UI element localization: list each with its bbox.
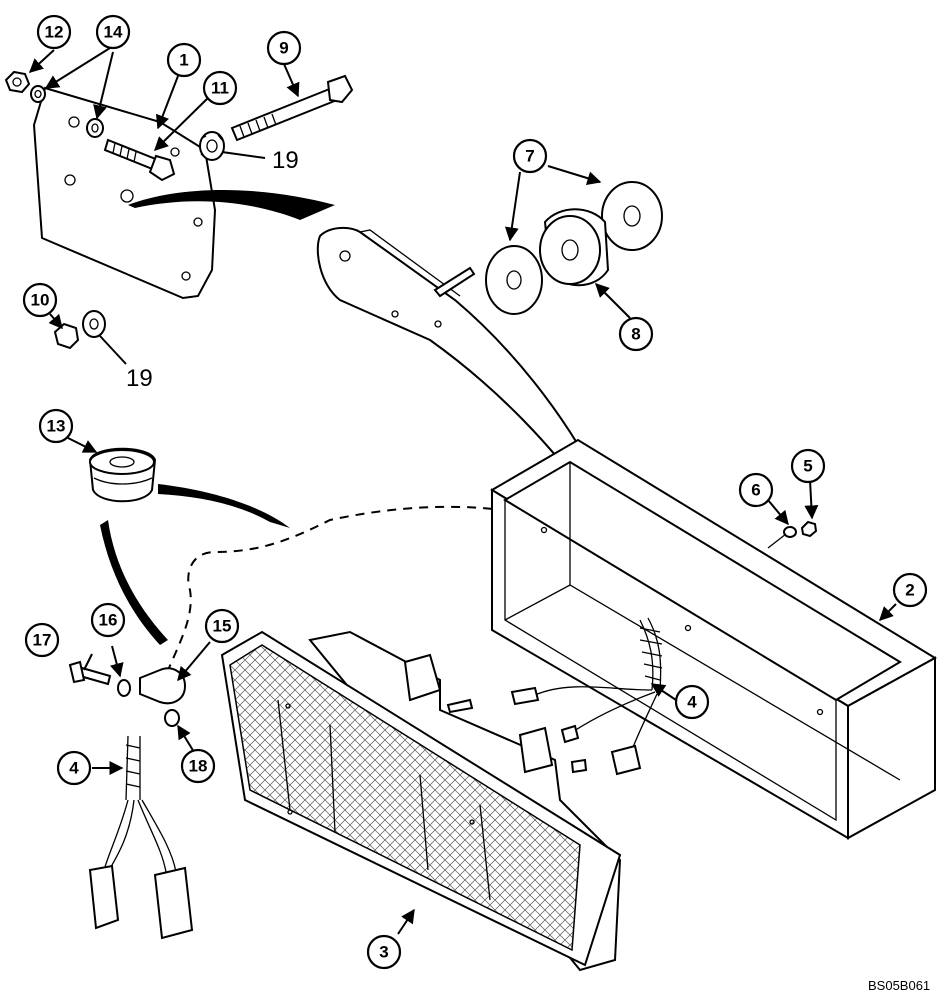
callout-label: 3 [379,943,388,962]
callout-label: 5 [803,457,812,476]
callout-label: 13 [47,417,66,436]
lamp-housing [490,438,937,840]
callout-3: 3 [366,934,402,970]
callout-16: 16 [90,602,126,638]
wire-harness-left [88,735,194,940]
callout-label: 1 [179,51,188,70]
assembly-arrow-clamp [100,520,168,645]
lock-washer-top [199,131,225,161]
callout-label: 12 [45,23,64,42]
nut-and-washer-top [4,70,46,103]
washer-on-plate [86,118,104,138]
washer-and-nut-small [767,520,818,549]
grommet [88,447,157,503]
isolator-set [485,181,663,315]
callout-label: 8 [631,325,640,344]
leader-lines [28,47,897,935]
figure-code: BS05B061 [868,978,930,993]
callout-14: 14 [95,14,131,50]
callout-10: 10 [22,282,58,318]
callout-label: 14 [104,23,123,42]
callout-label: 18 [189,757,208,776]
callout-11: 11 [202,70,238,106]
callout-6: 6 [738,472,774,508]
callout-label: 10 [31,291,50,310]
callout-7: 7 [512,138,548,174]
mounting-plate [32,86,217,300]
callout-label: 4 [687,693,697,712]
callout-8: 8 [618,316,654,352]
wire-harness-right [510,617,663,776]
callout-15: 15 [204,608,240,644]
callout-label: 7 [525,147,534,166]
label-19-left: 19 [126,365,153,392]
callout-17: 17 [24,622,60,658]
callout-5: 5 [790,448,826,484]
callout-label: 4 [69,759,79,778]
callout-label: 15 [213,617,232,636]
callout-label: 11 [211,79,229,98]
label-19-top: 19 [272,147,299,174]
callout-label: 2 [905,581,914,600]
callout-18: 18 [180,748,216,784]
callout-label: 16 [99,611,118,630]
bolt-long [230,74,354,142]
assembly-arrow-grommet [158,484,290,528]
callout-label: 17 [33,631,52,650]
assembly-arrow-plate [128,190,335,220]
callout-9: 9 [266,30,302,66]
callout-label: 6 [751,481,760,500]
callout-4-left: 4 [56,750,92,786]
callout-2: 2 [892,572,928,608]
callout-12: 12 [36,14,72,50]
callout-label: 9 [279,39,288,58]
nut-and-washer-left [53,310,106,350]
lamp-assembly [220,630,622,972]
clamp-assembly [68,660,187,727]
callout-4-right: 4 [674,684,710,720]
wire-route [159,505,556,691]
callout-13: 13 [38,408,74,444]
bolt-short [103,138,176,182]
callout-1: 1 [166,42,202,78]
